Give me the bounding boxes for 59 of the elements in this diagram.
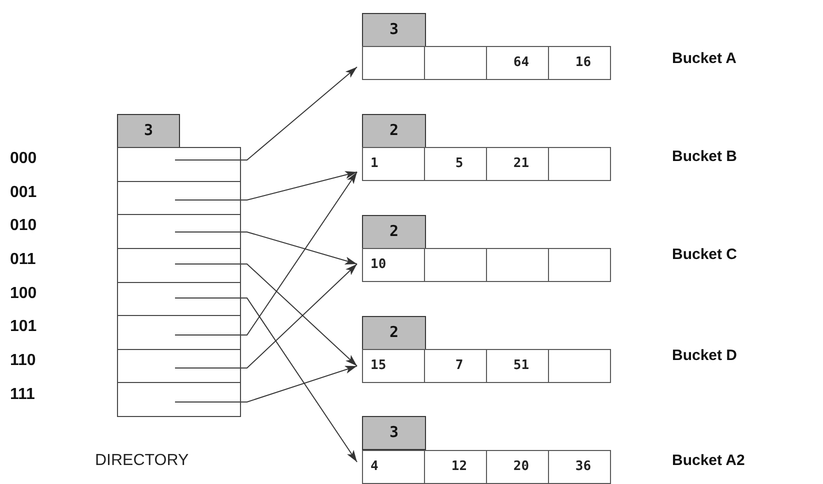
bucket-cell — [486, 248, 549, 282]
pointer-arrow — [174, 298, 358, 462]
bucket-cell: 36 — [548, 450, 611, 484]
depth-box: 2 — [362, 316, 426, 350]
pointer-arrow — [174, 66, 358, 160]
directory-slot — [117, 282, 241, 316]
directory-caption: DIRECTORY — [95, 452, 189, 470]
bit-pattern-label: 101 — [10, 318, 37, 336]
directory-slot — [117, 382, 241, 417]
bucket-name: Bucket A — [672, 50, 736, 67]
directory-slot — [117, 315, 241, 350]
bucket-cell: 16 — [548, 46, 611, 80]
directory-slot — [117, 214, 241, 249]
bucket-cell — [548, 348, 611, 382]
pointer-arrow — [174, 232, 358, 264]
bit-pattern-label: 000 — [10, 150, 37, 168]
bucket-name: Bucket D — [672, 347, 738, 364]
depth-box: 2 — [362, 114, 426, 148]
bucket-cell — [424, 248, 487, 282]
directory-slot — [117, 147, 241, 182]
bucket-row — [362, 147, 611, 181]
bucket-cell: 15 — [362, 348, 425, 382]
depth-box: 2 — [362, 215, 426, 249]
directory-slot — [117, 248, 241, 283]
bit-pattern-label: 001 — [10, 184, 37, 202]
bucket-name: Bucket B — [672, 148, 738, 165]
bucket-row — [362, 46, 611, 80]
bucket-cell: 10 — [362, 248, 425, 282]
bucket-cell: 1 — [362, 146, 425, 180]
directory-slot — [117, 349, 241, 383]
bit-pattern-label: 100 — [10, 285, 37, 303]
depth-box: 3 — [362, 416, 426, 450]
bit-pattern-label: 011 — [10, 251, 36, 269]
bucket-name: Bucket C — [672, 246, 738, 263]
directory-slot — [117, 181, 241, 215]
bucket-cell: 4 — [362, 450, 425, 484]
bit-pattern-label: 111 — [10, 386, 35, 404]
bucket-row — [362, 349, 611, 383]
bucket-cell — [424, 46, 487, 80]
bucket-cell: 5 — [424, 146, 487, 180]
pointer-arrow — [174, 171, 358, 200]
pointer-arrow — [174, 366, 358, 402]
bucket-cell: 7 — [424, 348, 487, 382]
bucket-cell — [548, 146, 611, 180]
depth-box: 3 — [117, 114, 180, 148]
bucket-name: Bucket A2 — [672, 452, 745, 469]
bucket-cell: 51 — [486, 348, 549, 382]
bucket-row — [362, 248, 611, 282]
pointer-arrow — [174, 172, 358, 336]
bit-pattern-label: 010 — [10, 217, 37, 235]
bucket-row — [362, 450, 611, 484]
bucket-cell: 12 — [424, 450, 487, 484]
bucket-cell — [362, 46, 425, 80]
bit-pattern-label: 110 — [10, 352, 36, 370]
bucket-cell: 21 — [486, 146, 549, 180]
bucket-cell: 64 — [486, 46, 549, 80]
bucket-cell: 20 — [486, 450, 549, 484]
bucket-cell — [548, 248, 611, 282]
depth-box: 3 — [362, 13, 426, 47]
